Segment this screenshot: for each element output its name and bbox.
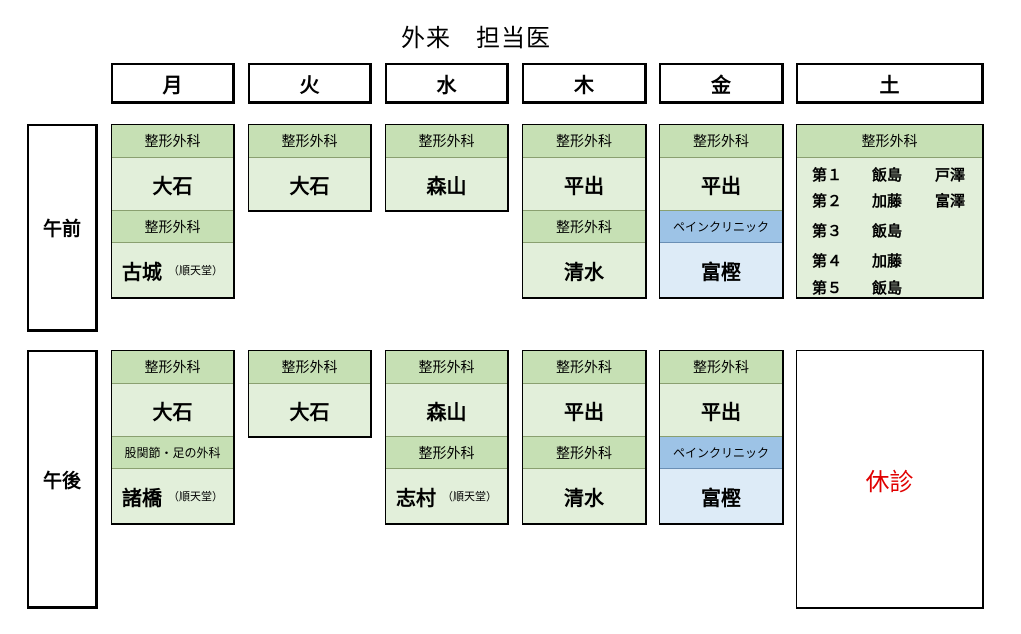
dept-label: 股関節・足の外科 xyxy=(112,436,233,469)
doctor-name: 飯島 xyxy=(872,165,903,184)
doctor-name: 諸橋 xyxy=(122,485,162,510)
doctor-name: 森山 xyxy=(386,384,507,436)
doctor-name: 森山 xyxy=(386,158,507,210)
week-label: 第５ xyxy=(812,278,843,297)
pm-mon-cell: 整形外科 大石 股関節・足の外科 諸橋 （順天堂） xyxy=(111,350,235,525)
doctor-name: 富澤 xyxy=(935,192,966,211)
affiliation-note: （順天堂） xyxy=(168,264,223,277)
dept-label: 整形外科 xyxy=(112,210,233,243)
week-row: 第３ 飯島 xyxy=(812,217,982,244)
week-label: 第４ xyxy=(812,252,843,271)
doctor-entry: 諸橋 （順天堂） xyxy=(112,469,233,523)
dept-label: 整形外科 xyxy=(112,125,233,158)
dept-label: 整形外科 xyxy=(249,351,370,384)
dept-label: 整形外科 xyxy=(249,125,370,158)
row-header-pm: 午後 xyxy=(27,350,98,609)
day-header-mon: 月 xyxy=(111,63,235,104)
week-row: 第２ 加藤 富澤 xyxy=(812,188,982,215)
dept-label: 整形外科 xyxy=(386,436,507,469)
week-label: 第１ xyxy=(812,165,843,184)
doctor-entry: 古城 （順天堂） xyxy=(112,243,233,297)
am-thu-cell: 整形外科 平出 整形外科 清水 xyxy=(522,124,647,299)
dept-label: ペインクリニック xyxy=(660,436,782,469)
doctor-name: 志村 xyxy=(396,485,436,510)
dept-label: ペインクリニック xyxy=(660,210,782,243)
page-title: 外来 担当医 xyxy=(401,24,551,52)
dept-label: 整形外科 xyxy=(523,210,645,243)
am-wed-cell: 整形外科 森山 xyxy=(385,124,509,212)
week-row: 第５ 飯島 xyxy=(812,274,982,301)
doctor-name: 戸澤 xyxy=(935,165,966,184)
day-header-fri: 金 xyxy=(659,63,784,104)
pm-fri-cell: 整形外科 平出 ペインクリニック 富樫 xyxy=(659,350,784,525)
doctor-name: 清水 xyxy=(523,469,645,523)
doctor-entry: 志村 （順天堂） xyxy=(386,469,507,523)
weekly-rotation: 第１ 飯島 戸澤 第２ 加藤 富澤 第３ 飯島 第４ 加藤 第５ 飯島 xyxy=(797,158,982,297)
pm-thu-cell: 整形外科 平出 整形外科 清水 xyxy=(522,350,647,525)
pm-wed-cell: 整形外科 森山 整形外科 志村 （順天堂） xyxy=(385,350,509,525)
dept-label: 整形外科 xyxy=(660,351,782,384)
week-row: 第４ 加藤 xyxy=(812,248,982,275)
doctor-name: 大石 xyxy=(249,384,370,436)
doctor-name: 平出 xyxy=(523,158,645,210)
dept-label: 整形外科 xyxy=(660,125,782,158)
affiliation-note: （順天堂） xyxy=(168,490,223,503)
doctor-name: 清水 xyxy=(523,243,645,297)
dept-label: 整形外科 xyxy=(523,436,645,469)
doctor-name: 飯島 xyxy=(872,221,903,240)
day-header-tue: 火 xyxy=(248,63,372,104)
doctor-name: 加藤 xyxy=(872,252,903,271)
week-label: 第３ xyxy=(812,221,843,240)
pm-sat-closed: 休診 xyxy=(796,350,984,609)
doctor-name: 富樫 xyxy=(660,469,782,523)
dept-label: 整形外科 xyxy=(386,351,507,384)
pm-tue-cell: 整形外科 大石 xyxy=(248,350,372,438)
day-header-thu: 木 xyxy=(522,63,647,104)
am-tue-cell: 整形外科 大石 xyxy=(248,124,372,212)
affiliation-note: （順天堂） xyxy=(442,490,497,503)
doctor-name: 加藤 xyxy=(872,192,903,211)
doctor-name: 大石 xyxy=(249,158,370,210)
dept-label: 整形外科 xyxy=(523,125,645,158)
doctor-name: 大石 xyxy=(112,158,233,210)
dept-label: 整形外科 xyxy=(523,351,645,384)
dept-label: 整形外科 xyxy=(797,125,982,158)
doctor-name: 大石 xyxy=(112,384,233,436)
am-mon-cell: 整形外科 大石 整形外科 古城 （順天堂） xyxy=(111,124,235,299)
dept-label: 整形外科 xyxy=(112,351,233,384)
doctor-name: 古城 xyxy=(122,259,162,284)
dept-label: 整形外科 xyxy=(386,125,507,158)
doctor-name: 飯島 xyxy=(872,278,903,297)
day-header-wed: 水 xyxy=(385,63,509,104)
day-header-sat: 土 xyxy=(796,63,984,104)
doctor-name: 富樫 xyxy=(660,243,782,297)
am-sat-cell: 整形外科 第１ 飯島 戸澤 第２ 加藤 富澤 第３ 飯島 第４ 加藤 第５ 飯島 xyxy=(796,124,984,299)
week-label: 第２ xyxy=(812,192,843,211)
week-row: 第１ 飯島 戸澤 xyxy=(812,161,982,188)
doctor-name: 平出 xyxy=(660,158,782,210)
doctor-name: 平出 xyxy=(523,384,645,436)
am-fri-cell: 整形外科 平出 ペインクリニック 富樫 xyxy=(659,124,784,299)
doctor-name: 平出 xyxy=(660,384,782,436)
row-header-am: 午前 xyxy=(27,124,98,332)
